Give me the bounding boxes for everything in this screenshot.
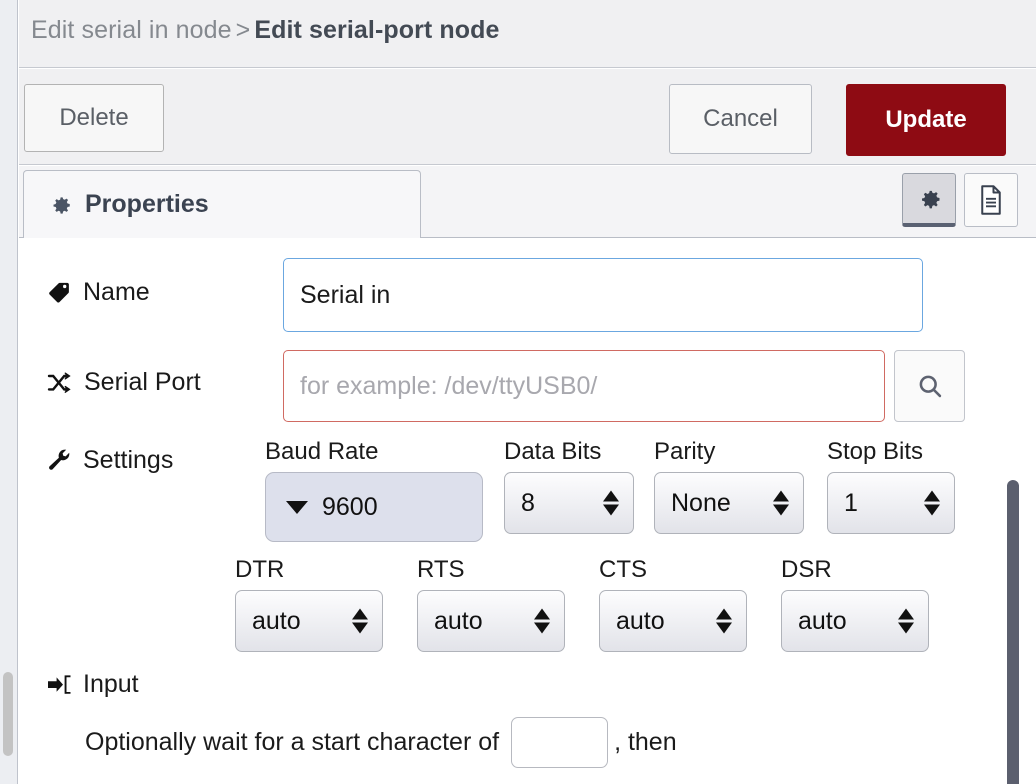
control-stop-bits: Stop Bits 1 [827, 438, 955, 534]
gear-icon [47, 192, 73, 218]
left-gutter [0, 0, 18, 784]
control-cts: CTS auto [599, 556, 747, 652]
baud-rate-value: 9600 [322, 492, 378, 521]
start-character-input[interactable] [511, 717, 609, 768]
stop-bits-select[interactable]: 1 [827, 472, 955, 534]
start-character-text-after: , then [614, 728, 677, 756]
sign-in-icon [47, 674, 72, 696]
spinner-icon [898, 608, 914, 634]
search-icon [919, 375, 941, 398]
baud-rate-caption: Baud Rate [265, 438, 379, 465]
left-scroll-nub[interactable] [3, 672, 13, 756]
stop-bits-caption: Stop Bits [827, 438, 924, 465]
rts-caption: RTS [417, 556, 465, 583]
dialog-toolbar: Delete Cancel Update [19, 69, 1036, 165]
serial-port-label-text: Serial Port [84, 368, 201, 396]
tag-icon [47, 280, 72, 305]
spinner-icon [352, 608, 368, 634]
wrench-icon [47, 448, 72, 473]
control-parity: Parity None [654, 438, 804, 534]
tab-properties[interactable]: Properties [23, 170, 421, 238]
name-label-text: Name [83, 278, 150, 306]
spinner-icon [716, 608, 732, 634]
section-input: Input Optionally wait for a start charac… [47, 670, 977, 768]
gear-icon [922, 190, 940, 208]
content-scrollbar-thumb[interactable] [1007, 480, 1019, 784]
control-dtr: DTR auto [235, 556, 383, 652]
cancel-button[interactable]: Cancel [669, 84, 812, 154]
settings-label: Settings [47, 446, 173, 475]
update-button[interactable]: Update [846, 84, 1006, 156]
data-bits-select[interactable]: 8 [504, 472, 634, 534]
delete-button[interactable]: Delete [24, 84, 164, 152]
breadcrumb-separator: > [235, 16, 251, 44]
spinner-icon [534, 608, 550, 634]
tab-bar: Properties [19, 166, 1036, 238]
field-row-serial-port: Serial Port [47, 350, 977, 422]
breadcrumb-previous[interactable]: Edit serial in node [31, 16, 232, 44]
name-label: Name [47, 278, 150, 307]
parity-select[interactable]: None [654, 472, 804, 534]
field-row-settings: Settings Baud Rate 9600 Data Bits 8 Pari… [47, 438, 997, 542]
properties-panel: Name Serial Port [19, 238, 1036, 784]
dsr-select[interactable]: auto [781, 590, 929, 652]
settings-label-text: Settings [83, 446, 174, 474]
control-rts: RTS auto [417, 556, 565, 652]
rts-value: auto [434, 606, 483, 635]
parity-caption: Parity [654, 438, 716, 465]
serial-port-input[interactable] [283, 350, 885, 422]
baud-rate-select[interactable]: 9600 [265, 472, 483, 542]
data-bits-value: 8 [521, 488, 535, 517]
stop-bits-value: 1 [844, 488, 858, 517]
start-character-text-before: Optionally wait for a start character of [85, 728, 500, 756]
dtr-caption: DTR [235, 556, 285, 583]
tab-properties-label: Properties [85, 190, 209, 218]
spinner-icon [924, 490, 940, 516]
input-section-label-text: Input [83, 670, 139, 698]
dtr-value: auto [252, 606, 301, 635]
description-icon [981, 185, 1001, 215]
dsr-value: auto [798, 606, 847, 635]
chevron-down-icon [286, 500, 308, 514]
field-row-flow-control: DTR auto RTS auto CTS auto [235, 556, 995, 656]
control-data-bits: Data Bits 8 [504, 438, 634, 534]
serial-port-label: Serial Port [47, 368, 201, 397]
settings-gear-button[interactable] [902, 173, 956, 227]
description-button[interactable] [964, 173, 1018, 227]
control-dsr: DSR auto [781, 556, 929, 652]
content-scrollbar-track[interactable] [1007, 238, 1028, 784]
spinner-icon [603, 490, 619, 516]
rts-select[interactable]: auto [417, 590, 565, 652]
cts-caption: CTS [599, 556, 647, 583]
cts-select[interactable]: auto [599, 590, 747, 652]
dsr-caption: DSR [781, 556, 832, 583]
dtr-select[interactable]: auto [235, 590, 383, 652]
parity-value: None [671, 488, 731, 517]
field-row-name: Name [47, 258, 977, 332]
serial-port-search-button[interactable] [894, 350, 965, 422]
cts-value: auto [616, 606, 665, 635]
dialog-header: Edit serial in node>Edit serial-port nod… [19, 0, 1036, 68]
control-baud-rate: Baud Rate 9600 [265, 438, 483, 542]
data-bits-caption: Data Bits [504, 438, 602, 465]
spinner-icon [773, 490, 789, 516]
name-input[interactable] [283, 258, 923, 332]
random-icon [47, 371, 73, 395]
breadcrumb: Edit serial in node>Edit serial-port nod… [31, 16, 500, 45]
breadcrumb-current: Edit serial-port node [254, 16, 500, 44]
start-character-line: Optionally wait for a start character of… [85, 717, 977, 768]
input-section-label: Input [47, 670, 977, 699]
tab-tools [902, 173, 1018, 227]
